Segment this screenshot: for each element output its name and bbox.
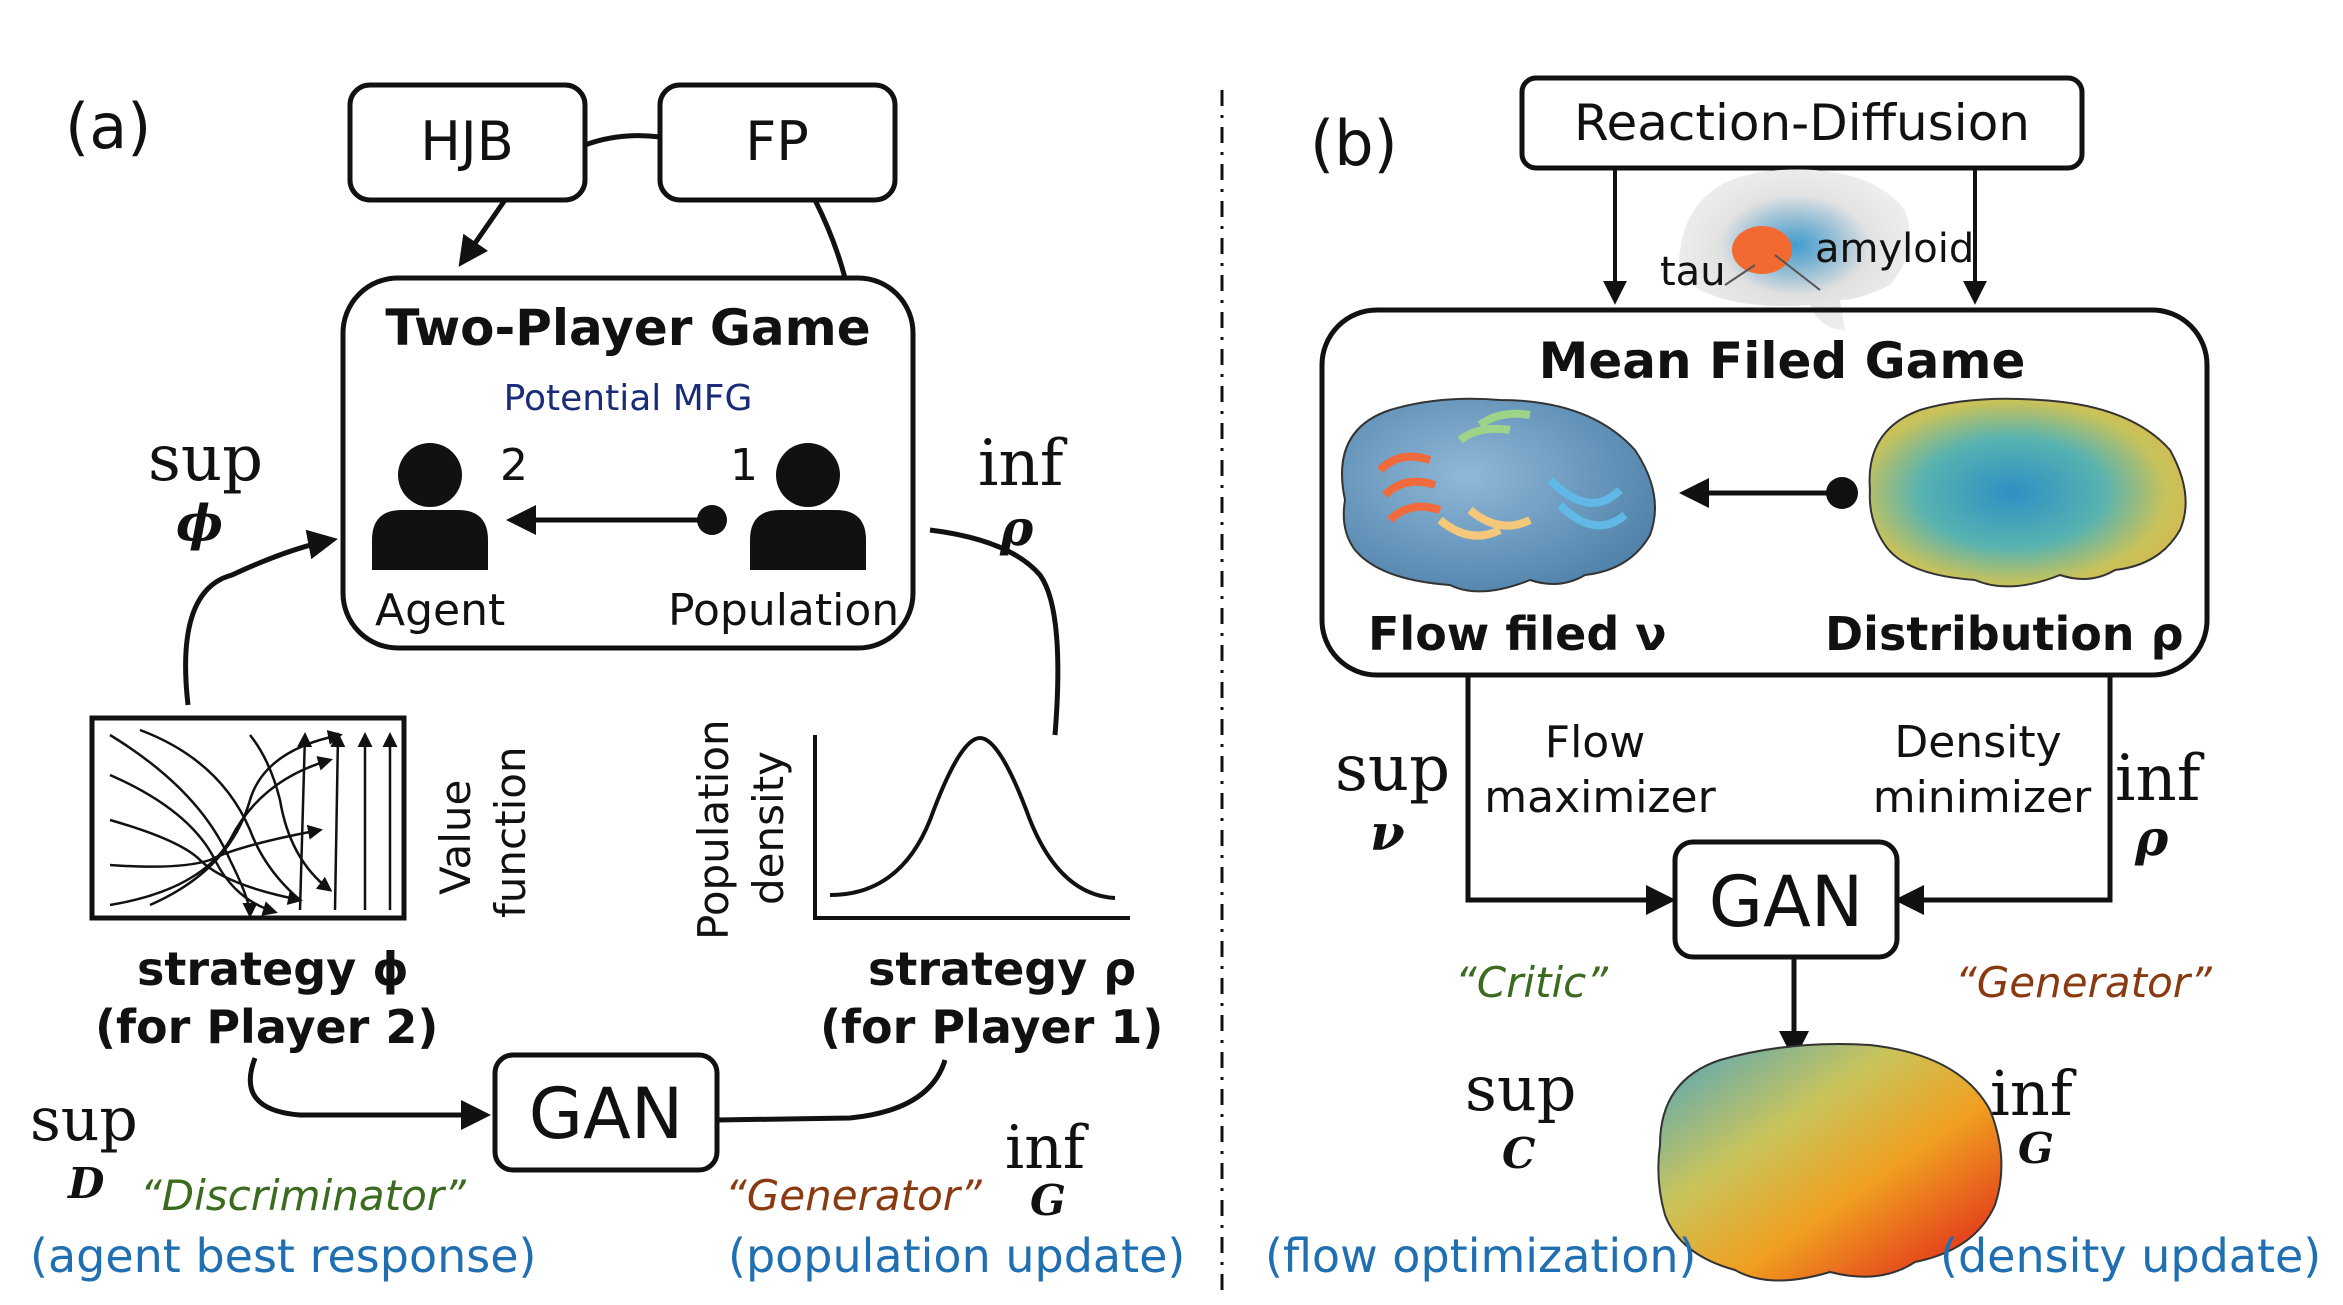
density-update-label: (density update) — [1940, 1229, 2321, 1283]
critic-label: “Critic” — [1455, 958, 1609, 1007]
agent-label: Agent — [375, 585, 505, 636]
pop-density-label-2: density — [744, 751, 793, 905]
sup-nu-label: sup — [1335, 732, 1450, 806]
hjb-to-game-arrow — [458, 198, 508, 267]
inf-g-b-label: inf — [1990, 1057, 2077, 1130]
sup-c-sub: C — [1502, 1129, 1536, 1178]
density-axes — [813, 735, 1130, 920]
value-function-label-2: function — [486, 746, 535, 918]
mean-field-game-box — [1319, 307, 2210, 678]
distribution-brain — [1868, 397, 2187, 588]
generator-a-label: “Generator” — [725, 1171, 983, 1220]
inf-rho-b-sub: ρ — [2134, 808, 2169, 867]
strategy-rho-label: strategy ρ — [868, 942, 1136, 996]
inf-rho-b-label: inf — [2115, 742, 2205, 816]
fp-to-game-line — [812, 198, 848, 279]
amyloid-label: amyloid — [1815, 226, 1974, 272]
panel-a-label: (a) — [65, 90, 151, 163]
hjb-fp-connector — [584, 133, 661, 148]
sup-d-sub: D — [67, 1159, 105, 1208]
density-minimizer-label-2: minimizer — [1873, 772, 2092, 823]
flow-filed-label: Flow filed ν — [1368, 607, 1667, 661]
player2-to-gan-arrow — [247, 1057, 491, 1130]
panel-b-label: (b) — [1310, 107, 1398, 180]
reaction-diffusion-label: Reaction-Diffusion — [1574, 94, 2030, 152]
sup-d-label: sup — [30, 1085, 138, 1155]
population-person-icon — [750, 443, 866, 570]
inf-g-b-sub: G — [2018, 1124, 2054, 1173]
mfg-title: Mean Filed Game — [1539, 332, 2026, 390]
tau-amyloid-brain-illustration — [1679, 169, 1910, 330]
sup-phi-sub: ϕ — [176, 493, 223, 552]
fp-box — [657, 82, 898, 203]
agent-person-icon — [372, 443, 488, 570]
sup-c-label: sup — [1465, 1052, 1576, 1125]
game-title: Two-Player Game — [385, 299, 870, 357]
reaction-diffusion-box — [1519, 75, 2085, 171]
pop-density-label-1: Population — [689, 719, 738, 940]
generator-b-label: “Generator” — [1955, 958, 2213, 1007]
gan-to-player1-line — [716, 1059, 948, 1123]
game-subtitle: Potential MFG — [504, 378, 753, 419]
sup-phi-label: sup — [148, 422, 263, 496]
gan-a-box — [492, 1052, 720, 1173]
flow-maximizer-label-2: maximizer — [1484, 772, 1716, 823]
two-player-game-box — [340, 275, 916, 651]
population-arrow-dot — [697, 505, 727, 535]
population-update-label: (population update) — [728, 1229, 1185, 1283]
gan-a-label: GAN — [529, 1073, 684, 1155]
flow-optimization-label: (flow optimization) — [1265, 1229, 1696, 1283]
value-function-plot — [89, 715, 407, 921]
flow-field-brain — [1341, 397, 1656, 593]
fp-label: FP — [745, 110, 809, 173]
density-bell-curve — [829, 735, 1116, 900]
inf-g-label: inf — [1005, 1113, 1089, 1183]
sup-nu-sub: ν — [1370, 803, 1405, 862]
gan-b-box — [1672, 839, 1900, 960]
vector-field-streamlines — [109, 728, 398, 918]
for-player1-label: (for Player 1) — [820, 1000, 1163, 1054]
flow-maximizer-label-1: Flow — [1545, 717, 1645, 768]
density-minimizer-label-1: Density — [1894, 717, 2061, 768]
population-label: Population — [668, 585, 899, 636]
discriminator-label: “Discriminator” — [140, 1171, 467, 1220]
output-density-brain — [1657, 1043, 2003, 1282]
player1-number: 1 — [730, 440, 758, 491]
density-to-gan-arrow — [1894, 675, 2113, 915]
tau-label: tau — [1660, 249, 1726, 295]
agent-best-response-label: (agent best response) — [30, 1229, 536, 1283]
inf-rho-label: inf — [978, 427, 1068, 501]
flow-to-gan-arrow — [1465, 675, 1676, 915]
distribution-label: Distribution ρ — [1825, 607, 2184, 661]
value-to-game-arrow — [183, 529, 338, 706]
density-to-game-line — [929, 527, 1061, 736]
hjb-label: HJB — [420, 110, 514, 173]
player2-number: 2 — [500, 440, 528, 491]
value-function-label-1: Value — [431, 780, 480, 895]
distribution-arrow-dot — [1826, 477, 1858, 509]
for-player2-label: (for Player 2) — [95, 1000, 438, 1054]
inf-g-sub: G — [1030, 1176, 1066, 1225]
strategy-phi-label: strategy ϕ — [137, 942, 409, 996]
gan-b-label: GAN — [1709, 861, 1864, 943]
